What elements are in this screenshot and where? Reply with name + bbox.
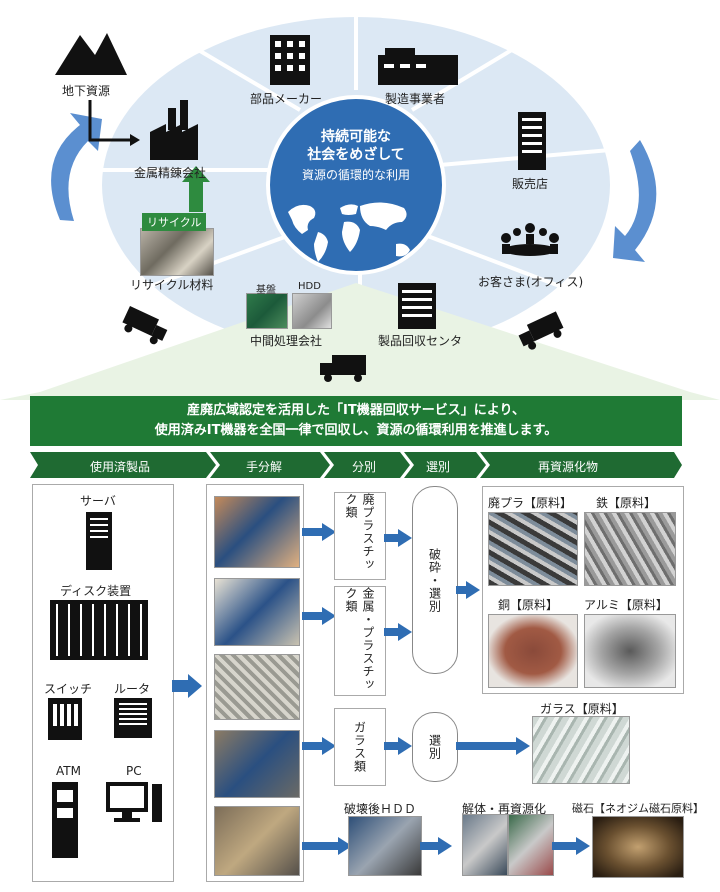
truck-icon [320,355,366,382]
step-separation: 分別 [352,460,377,474]
hdd-photo [292,293,332,329]
magnet-output-label: 磁石【ネオジム磁石原料】 [572,802,704,815]
step-recycled-materials: 再資源化物 [538,460,599,474]
step-manual-dismantle: 手分解 [246,460,283,474]
flow-arrow [516,737,530,755]
server-icon [86,512,112,570]
left-cycle-arrow [51,113,102,221]
parts-maker-label: 部品メーカー [250,92,323,106]
truck-icon [122,306,168,345]
office-meeting-icon [501,223,559,256]
pc-label: PC [126,764,142,778]
summary-banner: 産廃広域認定を活用した「IT機器回収サービス」により、 使用済みIT機器を全国一… [30,396,682,446]
smelting-label: 金属精錬会社 [134,166,207,180]
flow-arrow [398,623,412,641]
select-label: 選別 [427,734,442,760]
flow-arrow [466,581,480,599]
destroyed-hdd-photo [348,816,422,876]
truck-icon [518,311,564,350]
center-circle [266,95,446,275]
aluminum-photo [584,614,676,688]
recycle-tag: リサイクル [142,213,207,231]
magnet-photo [592,816,684,878]
manufacturer-label: 製造事業者 [385,92,446,106]
board-label: 基盤 [256,285,276,296]
dismantle-recycle-label: 解体・再資源化 [462,802,547,816]
flow-arrow-body [172,680,190,692]
center-subtitle: 資源の循環的な利用 [301,168,410,182]
hdd-label: HDD [298,281,321,292]
ground-shadow [0,283,720,400]
atm-label: ATM [56,764,81,778]
disk-array-icon [50,600,148,660]
customer-label: お客さま(オフィス) [478,275,584,289]
crush-select-label: 破砕・選別 [427,547,442,613]
collection-center-icon [398,283,436,329]
disk-unit-label: ディスク装置 [60,584,132,598]
glass-photo [532,716,630,784]
dismantle-photo-5 [214,806,300,876]
manufacturer-factory-icon [378,48,458,85]
flow-arrow [322,607,336,625]
switch-label: スイッチ [44,682,93,696]
underground-label: 地下資源 [62,84,111,98]
flow-arrow [438,837,452,855]
recycle-material-photo [140,228,214,276]
flow-arrow [322,523,336,541]
intermediate-label: 中間処理会社 [250,334,323,348]
router-label: ルータ [114,682,151,696]
waste-plastic-photo [488,512,578,586]
retailer-label: 販売店 [512,177,549,191]
retailer-building-icon [518,112,546,170]
recycle-material-label: リサイクル材料 [130,278,214,292]
step-selection: 選別 [426,460,451,474]
board-photo [246,293,288,329]
hdd-after-label: 破壊後ＨＤＤ [344,802,417,816]
flow-arrow [398,529,412,547]
crush-select-pill: 破砕・選別 [412,486,458,674]
dismantle-photo-b [508,814,554,876]
flow-arrow [398,737,412,755]
pc-icon [106,782,162,822]
factory-icon [150,100,198,160]
select-pill: 選別 [412,712,458,782]
flow-arrow [576,837,590,855]
center-title: 持続可能な 社会をめざして [307,129,405,163]
sort-metal-plastic-box: 金属・プラスチック類 [334,586,386,696]
flow-arrow-head [188,674,202,698]
iron-photo [584,512,676,586]
sort-metal-plastic-label: 金属・プラスチック類 [344,587,375,691]
sort-waste-plastic-box: 廃プラスチック類 [334,492,386,580]
cycle-diagram [0,17,720,400]
dismantle-photo-a [462,814,508,876]
copper-photo [488,614,578,688]
aluminum-output-label: アルミ【原料】 [584,598,668,612]
dismantle-photo-1 [214,496,300,568]
step-used-products: 使用済製品 [90,460,151,474]
down-right-arrow [88,100,130,142]
world-map-icon [288,202,410,262]
building-icon [270,35,310,85]
right-cycle-arrow [613,140,657,262]
glass-output-label: ガラス【原料】 [540,702,624,716]
dismantle-photo-2 [214,578,300,646]
atm-icon [52,782,78,858]
dismantle-photo-4 [214,730,300,798]
collection-center-label: 製品回収センタ [378,334,463,348]
recycle-up-arrow [182,166,210,212]
server-label: サーバ [80,494,116,508]
waste-plastic-output-label: 廃プラ【原料】 [488,496,573,510]
copper-output-label: 銅【原料】 [498,598,559,612]
switch-icon [48,698,82,740]
process-steps-bar [30,452,682,478]
dismantle-photo-3 [214,654,300,720]
router-icon [114,698,152,738]
sort-waste-plastic-label: 廃プラスチック類 [344,493,375,571]
mountain-icon [55,33,127,75]
sort-glass-box: ガラス類 [334,708,386,786]
flow-arrow [322,737,336,755]
iron-output-label: 鉄【原料】 [596,496,657,510]
sort-glass-label: ガラス類 [352,721,367,773]
